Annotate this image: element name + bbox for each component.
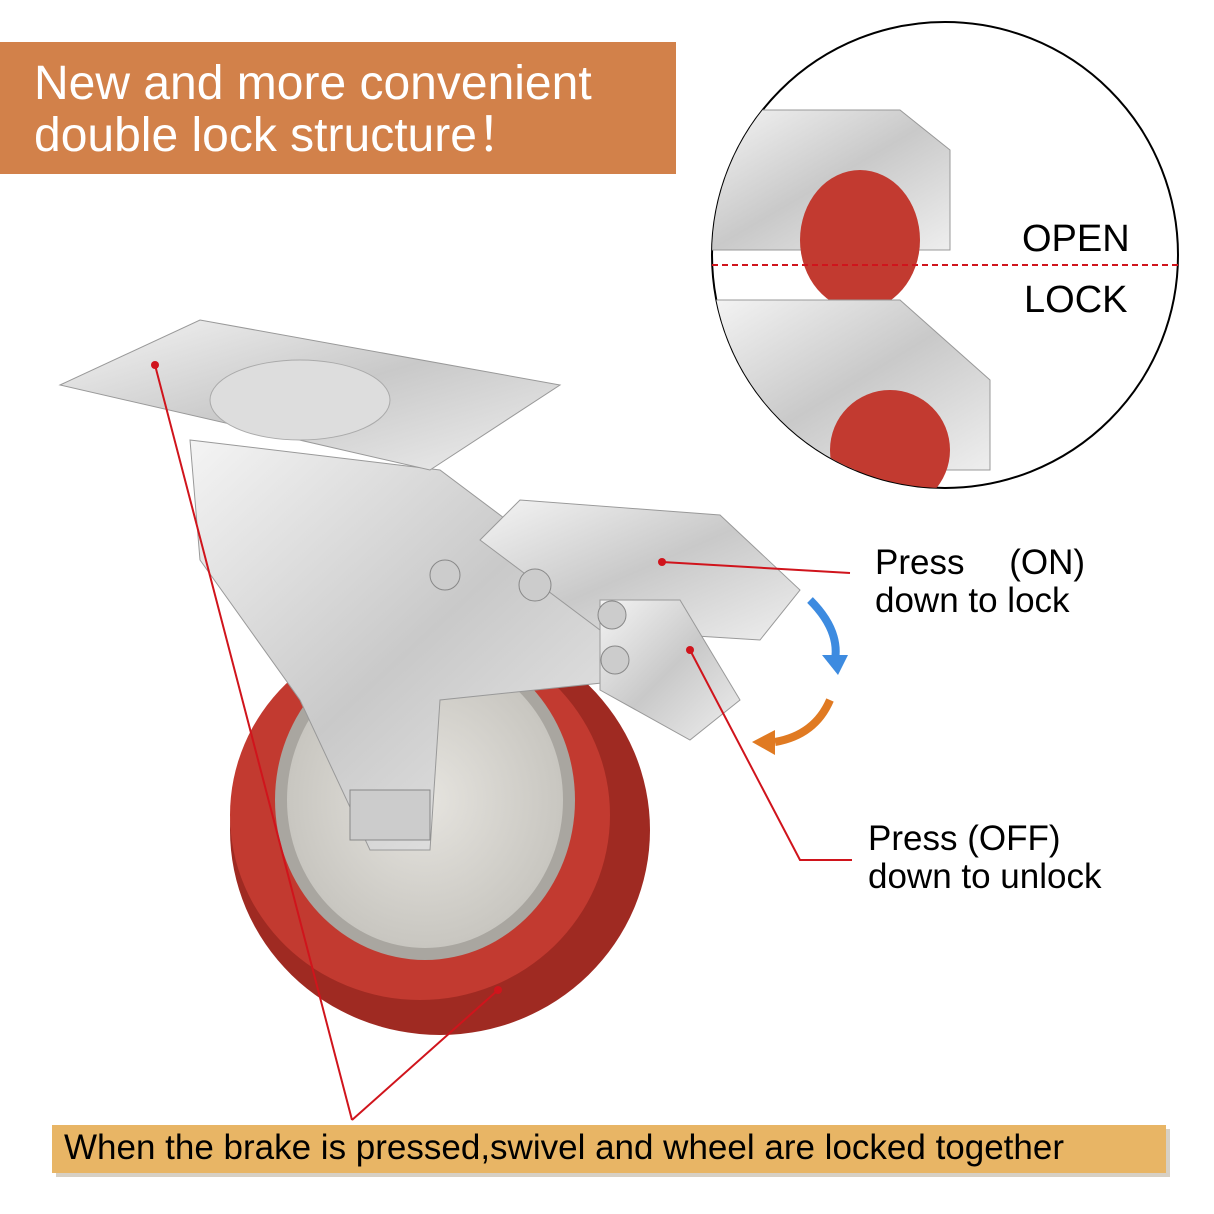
leader-dots — [151, 361, 694, 994]
unlock-callout-line-1: Press (OFF) — [868, 819, 1061, 858]
title-banner: New and more convenient double lock stru… — [0, 42, 676, 174]
unlock-callout: Press (OFF) down to unlock — [868, 820, 1101, 896]
arrow-left-orange-icon — [752, 698, 834, 755]
lock-label: LOCK — [1024, 279, 1128, 321]
leader-lines — [154, 364, 852, 1121]
lock-callout-line-2: down to lock — [875, 581, 1070, 620]
lock-callout: Press (ON) down to lock — [875, 544, 1085, 620]
swivel-bearing — [209, 359, 391, 441]
title-line-1: New and more convenient — [34, 57, 592, 110]
axle-bolt — [349, 789, 431, 841]
rivets — [429, 559, 630, 675]
arrow-down-blue-icon — [807, 597, 848, 675]
unlock-callout-line-2: down to unlock — [868, 857, 1102, 896]
open-lock-inset — [711, 21, 1179, 489]
footer-banner: When the brake is pressed,swivel and whe… — [52, 1125, 1166, 1173]
lock-callout-line-1: Press (ON) — [875, 543, 1086, 582]
open-label: OPEN — [1022, 218, 1130, 260]
title-line-2: double lock structure！ — [34, 109, 525, 162]
release-pedal — [599, 599, 741, 741]
footer-text: When the brake is pressed,swivel and whe… — [64, 1128, 1064, 1167]
